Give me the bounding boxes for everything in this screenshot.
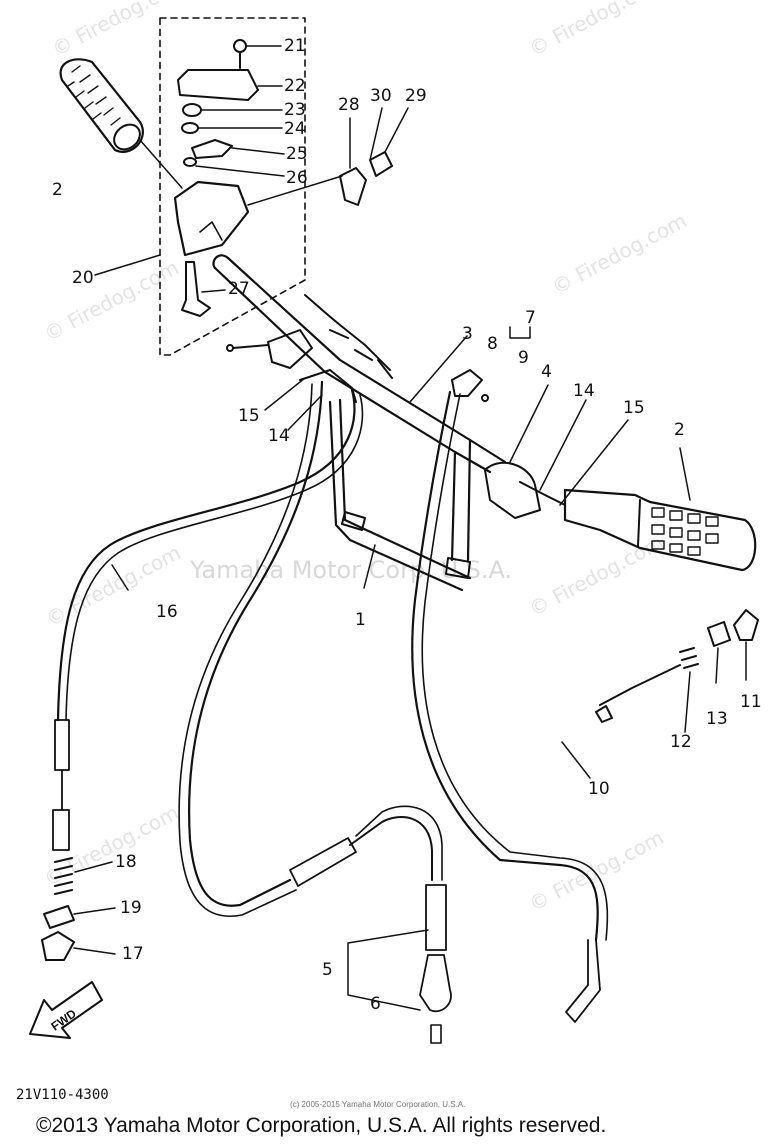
label-part-15-right: 15 (623, 398, 645, 418)
leader-2-left (139, 139, 183, 189)
label-part-3: 3 (462, 324, 473, 344)
label-part-27: 27 (228, 279, 250, 299)
collar-13 (707, 621, 731, 647)
bolt-29 (369, 151, 393, 177)
fwd-arrow (29, 981, 103, 1039)
throttle-cable-5 (187, 380, 324, 907)
small-copyright: (c) 2005-2015 Yamaha Motor Corporation, … (290, 1100, 466, 1109)
washer-24 (181, 122, 199, 134)
throttle-assembly-box (159, 17, 306, 356)
lever-8 (451, 369, 483, 397)
label-part-13: 13 (706, 709, 728, 729)
label-part-1: 1 (355, 610, 366, 630)
clutch-cable-16 (56, 388, 356, 722)
label-part-20: 20 (72, 268, 94, 288)
label-part-12: 12 (670, 732, 692, 752)
label-part-4: 4 (541, 362, 552, 382)
label-part-24: 24 (284, 119, 306, 139)
spring-26 (183, 157, 197, 167)
diagram-code: 21V110-4300 (16, 1087, 109, 1103)
label-part-19: 19 (120, 898, 142, 918)
label-part-16: 16 (156, 602, 178, 622)
label-part-11: 11 (740, 692, 762, 712)
label-part-25: 25 (286, 144, 308, 164)
label-part-7: 7 (525, 308, 536, 328)
label-part-5: 5 (322, 960, 333, 980)
clamp-28 (339, 167, 367, 206)
throttle-housing (173, 180, 250, 257)
collar-19 (43, 905, 75, 929)
screw-21 (233, 39, 247, 69)
right-grip (563, 488, 757, 572)
bracket-5 (347, 929, 429, 1011)
label-part-18: 18 (115, 852, 137, 872)
label-part-23: 23 (284, 100, 306, 120)
cover-22 (177, 69, 259, 101)
label-part-6: 6 (370, 994, 381, 1014)
left-grip (59, 58, 144, 153)
nut-11 (733, 609, 759, 641)
label-part-2-left: 2 (52, 180, 63, 200)
spring-18 (54, 857, 73, 895)
nut-17 (41, 931, 75, 961)
label-part-14-right: 14 (573, 381, 595, 401)
label-part-2-right: 2 (674, 420, 685, 440)
label-part-14-left: 14 (268, 426, 290, 446)
label-part-30: 30 (370, 86, 392, 106)
nut-23 (182, 103, 202, 117)
label-part-15-left: 15 (238, 406, 260, 426)
label-part-8: 8 (487, 334, 498, 354)
label-part-9: 9 (518, 348, 529, 368)
label-part-28: 28 (338, 95, 360, 115)
brake-cable-10 (411, 390, 599, 942)
label-part-21: 21 (284, 36, 306, 56)
label-part-22: 22 (284, 76, 306, 96)
lever-25 (191, 139, 233, 159)
label-part-17: 17 (122, 944, 144, 964)
screw-27 (181, 261, 211, 317)
label-part-10: 10 (588, 779, 610, 799)
label-part-29: 29 (405, 86, 427, 106)
cable-end-16 (52, 719, 70, 851)
copyright-notice: ©2013 Yamaha Motor Corporation, U.S.A. A… (36, 1114, 607, 1137)
label-part-26: 26 (286, 168, 308, 188)
handlebar (212, 254, 507, 592)
spring-12 (679, 647, 699, 669)
